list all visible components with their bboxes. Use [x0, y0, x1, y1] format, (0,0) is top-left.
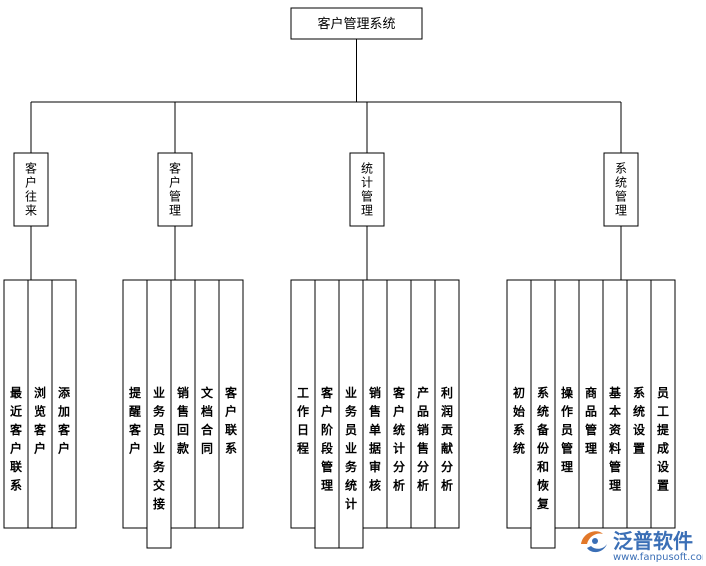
- watermark-url: www.fanpusoft.com: [613, 552, 703, 563]
- leaf-box: [434, 279, 460, 529]
- leaf-node: 系统备份和恢复: [530, 279, 556, 549]
- leaf-box: [362, 279, 388, 529]
- module-label-1: 客户管理: [169, 161, 181, 218]
- leaf-label: 基本资料管理: [608, 385, 622, 493]
- module-label-3: 系统管理: [615, 162, 627, 218]
- leaf-node: 客户统计分析: [386, 279, 412, 529]
- leaf-box: [27, 279, 53, 529]
- module-node-2: 统计管理: [349, 152, 385, 227]
- leaf-box: [122, 279, 148, 529]
- leaf-node: 操作员管理: [554, 279, 580, 529]
- leaf-node: 初始系统: [506, 279, 532, 529]
- leaf-label: 客户统计分析: [392, 385, 406, 493]
- leaf-box: [626, 279, 652, 529]
- leaf-node: 员工提成设置: [650, 279, 676, 529]
- watermark: 泛普软件 www.fanpusoft.com: [581, 529, 703, 563]
- leaf-box: [530, 279, 556, 549]
- root-label: 客户管理系统: [317, 16, 395, 32]
- module-label-0: 客户往来: [25, 161, 37, 218]
- module-label-2: 统计管理: [361, 162, 373, 218]
- leaf-label: 客户联系: [224, 385, 238, 456]
- leaf-label: 系统设置: [633, 385, 646, 456]
- leaf-label: 操作员管理: [561, 385, 574, 474]
- leaf-box: [3, 279, 29, 529]
- root-node: 客户管理系统: [290, 7, 423, 40]
- module-node-0: 客户往来: [13, 152, 49, 227]
- leaf-node: 最近客户联系: [3, 279, 29, 529]
- leaf-box: [146, 279, 172, 549]
- watermark-brand: 泛普软件: [613, 529, 693, 553]
- leaf-node: 商品管理: [578, 279, 604, 529]
- leaf-label: 销售单据审核: [369, 385, 381, 493]
- leaf-box: [602, 279, 628, 529]
- leaf-label: 浏览客户: [33, 385, 47, 456]
- leaf-label: 最近客户联系: [9, 386, 23, 493]
- leaf-label: 员工提成设置: [657, 386, 670, 493]
- leaf-label: 销售回款: [177, 385, 190, 456]
- leaf-node: 销售单据审核: [362, 279, 388, 529]
- module-node-3: 系统管理: [603, 152, 639, 227]
- leaf-label: 商品管理: [585, 385, 597, 456]
- leaf-label: 客户阶段管理: [320, 385, 334, 493]
- leaf-node: 系统设置: [626, 279, 652, 529]
- leaf-label: 添加客户: [57, 385, 71, 456]
- leaf-box: [194, 279, 220, 529]
- module-node-1: 客户管理: [157, 152, 193, 227]
- leaf-node: 利润贡献分析: [434, 279, 460, 529]
- leaf-label: 工作日程: [297, 386, 309, 456]
- leaf-box: [554, 279, 580, 529]
- leaf-label: 业务员业务统计: [345, 385, 358, 511]
- leaf-node: 提醒客户: [122, 279, 148, 529]
- leaf-label: 提醒客户: [128, 385, 142, 456]
- leaf-box: [218, 279, 244, 529]
- leaf-label: 文档合同: [201, 385, 214, 456]
- chart-nodes: 客户管理系统客户往来最近客户联系浏览客户添加客户客户管理提醒客户业务员业务交接销…: [3, 7, 676, 549]
- leaf-box: [386, 279, 412, 529]
- leaf-node: 文档合同: [194, 279, 220, 529]
- leaf-box: [51, 279, 77, 529]
- leaf-label: 系统备份和恢复: [536, 385, 550, 511]
- leaf-node: 基本资料管理: [602, 279, 628, 529]
- leaf-box: [650, 279, 676, 529]
- leaf-node: 业务员业务统计: [338, 279, 364, 549]
- leaf-node: 浏览客户: [27, 279, 53, 529]
- leaf-label: 利润贡献分析: [441, 385, 453, 493]
- leaf-box: [170, 279, 196, 529]
- leaf-label: 业务员业务交接: [153, 385, 166, 511]
- leaf-node: 产品销售分析: [410, 279, 436, 529]
- leaf-node: 客户联系: [218, 279, 244, 529]
- leaf-node: 业务员业务交接: [146, 279, 172, 549]
- leaf-node: 工作日程: [290, 279, 316, 529]
- fanpu-logo-icon: [581, 531, 607, 553]
- leaf-box: [314, 279, 340, 549]
- leaf-node: 销售回款: [170, 279, 196, 529]
- leaf-box: [338, 279, 364, 549]
- leaf-label: 初始系统: [513, 385, 525, 456]
- leaf-label: 产品销售分析: [417, 385, 429, 493]
- connector-lines: [4, 39, 675, 281]
- leaf-box: [506, 279, 532, 529]
- leaf-box: [578, 279, 604, 529]
- leaf-node: 添加客户: [51, 279, 77, 529]
- leaf-node: 客户阶段管理: [314, 279, 340, 549]
